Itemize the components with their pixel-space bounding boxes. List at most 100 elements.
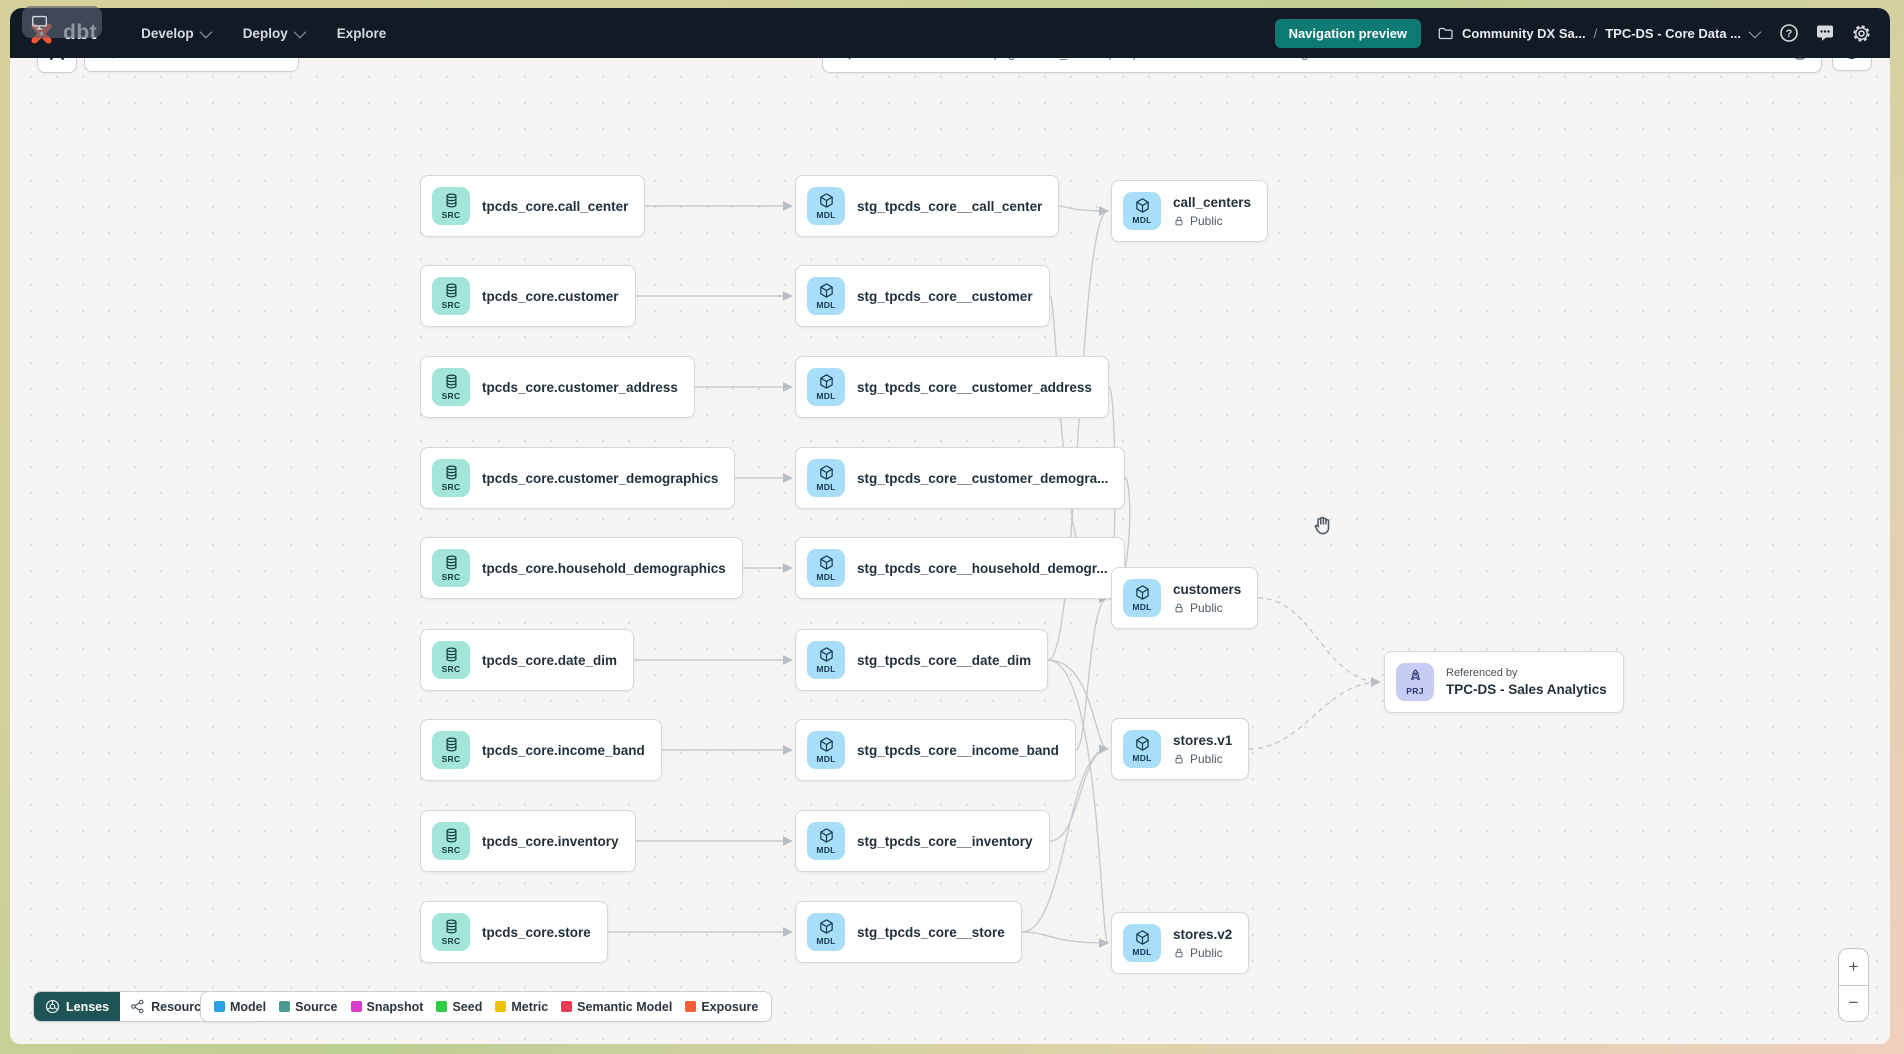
database-icon: SRC <box>432 731 470 769</box>
legend-label: Seed <box>452 999 483 1014</box>
legend-item: Seed <box>436 1000 482 1014</box>
node-label: tpcds_core.customer_address <box>482 379 678 395</box>
top-navbar: dbt Develop Deploy Explore Navigation pr… <box>10 8 1890 58</box>
zoom-control: + − <box>1838 948 1869 1022</box>
breadcrumb-project[interactable]: Community DX Sa... <box>1462 25 1586 41</box>
node-label: tpcds_core.customer_demographics <box>482 470 719 486</box>
node-label: tpcds_core.household_demographics <box>482 560 726 576</box>
node-tpcds-core-customer-address[interactable]: SRC tpcds_core.customer_address <box>420 356 695 418</box>
node-label: call_centers <box>1173 194 1252 210</box>
zoom-out-button[interactable]: − <box>1848 993 1859 1013</box>
node-label: TPC-DS - Sales Analytics <box>1446 682 1607 697</box>
node-label: stores.v2 <box>1173 926 1233 942</box>
node-label: stg_tpcds_core__date_dim <box>857 652 1032 668</box>
legend-swatch <box>214 1001 225 1012</box>
node-label: tpcds_core.date_dim <box>482 652 618 668</box>
monitor-icon <box>32 15 47 30</box>
navigation-preview-button[interactable]: Navigation preview <box>1274 18 1422 48</box>
node-tpcds-core-inventory[interactable]: SRC tpcds_core.inventory <box>420 810 636 872</box>
model-cube-icon: MDL <box>807 459 845 497</box>
database-icon: SRC <box>432 641 470 679</box>
zoom-in-button[interactable]: + <box>1839 949 1868 986</box>
model-cube-icon: MDL <box>1123 579 1161 617</box>
node-tpcds-core-date-dim[interactable]: SRC tpcds_core.date_dim <box>420 629 635 691</box>
svg-text:?: ? <box>1786 28 1793 40</box>
access-badge: Public <box>1173 601 1241 615</box>
legend-swatch <box>685 1001 697 1012</box>
legend-label: Exposure <box>701 999 759 1014</box>
app-window: dbt Develop Deploy Explore Navigation pr… <box>10 8 1890 1044</box>
node-label: tpcds_core.store <box>482 924 591 940</box>
node-label: stg_tpcds_core__customer_address <box>857 379 1092 395</box>
node-label: tpcds_core.call_center <box>482 198 629 214</box>
legend-label: Source <box>295 999 338 1014</box>
resource-type-icon <box>131 999 144 1014</box>
legend-swatch <box>561 1001 573 1012</box>
chevron-down-icon <box>199 25 212 38</box>
node-tpcds-core-income-band[interactable]: SRC tpcds_core.income_band <box>420 719 662 781</box>
node-label: stg_tpcds_core__inventory <box>857 833 1033 849</box>
model-cube-icon: MDL <box>807 368 845 406</box>
breadcrumb-current[interactable]: TPC-DS - Core Data ... <box>1605 25 1741 41</box>
database-icon: SRC <box>432 277 470 315</box>
folder-icon <box>1438 27 1453 39</box>
nav-menu-develop[interactable]: Develop <box>129 18 221 49</box>
lenses-button[interactable]: Lenses <box>34 992 121 1021</box>
database-icon: SRC <box>432 822 470 860</box>
legend-label: Semantic Model <box>577 999 673 1014</box>
database-icon: SRC <box>432 368 470 406</box>
nav-menu-explore[interactable]: Explore <box>336 25 387 41</box>
legend-label: Metric <box>511 999 549 1014</box>
node-label: stores.v1 <box>1173 732 1233 748</box>
database-icon: SRC <box>432 549 470 587</box>
node-tpcds-core-call-center[interactable]: SRC tpcds_core.call_center <box>420 175 646 237</box>
model-cube-icon: MDL <box>807 187 845 225</box>
node-label: stg_tpcds_core__income_band <box>857 742 1059 758</box>
resource-legend: Model Source Snapshot Seed Metric Semantic Mo… <box>200 991 773 1022</box>
help-icon[interactable]: ? <box>1778 22 1800 44</box>
legend-item: Semantic Model <box>561 1000 672 1014</box>
node-label: tpcds_core.income_band <box>482 742 645 758</box>
chevron-down-icon <box>1748 25 1762 38</box>
settings-icon[interactable] <box>1850 22 1872 44</box>
legend-item: Metric <box>495 1000 548 1014</box>
model-cube-icon: MDL <box>1123 192 1161 230</box>
referenced-by-label: Referenced by <box>1446 667 1518 679</box>
lock-icon <box>1173 602 1185 614</box>
lock-icon <box>1173 215 1185 227</box>
node-label: stg_tpcds_core__customer <box>857 288 1033 304</box>
legend-item: Snapshot <box>350 999 424 1014</box>
feedback-icon[interactable] <box>1814 22 1836 44</box>
legend-swatch <box>495 1001 507 1012</box>
legend-label: Snapshot <box>366 999 424 1014</box>
model-cube-icon: MDL <box>1123 730 1161 768</box>
access-badge: Public <box>1173 752 1232 766</box>
node-stg-tpcds-core-customer-address[interactable]: MDL stg_tpcds_core__customer_address <box>795 356 1109 418</box>
node-label: stg_tpcds_core__household_demogr... <box>857 560 1108 576</box>
lock-icon <box>1173 753 1185 765</box>
nav-menu-deploy[interactable]: Deploy <box>231 18 315 49</box>
node-label: tpcds_core.inventory <box>482 833 619 849</box>
model-cube-icon: MDL <box>807 913 845 951</box>
database-icon: SRC <box>432 187 470 225</box>
screen-share-pill <box>22 6 102 38</box>
breadcrumb[interactable]: Community DX Sa... / TPC-DS - Core Data … <box>1437 25 1762 42</box>
legend-label: Model <box>230 999 267 1014</box>
node-tpcds-core-household-demographics[interactable]: SRC tpcds_core.household_demographics <box>420 537 743 599</box>
